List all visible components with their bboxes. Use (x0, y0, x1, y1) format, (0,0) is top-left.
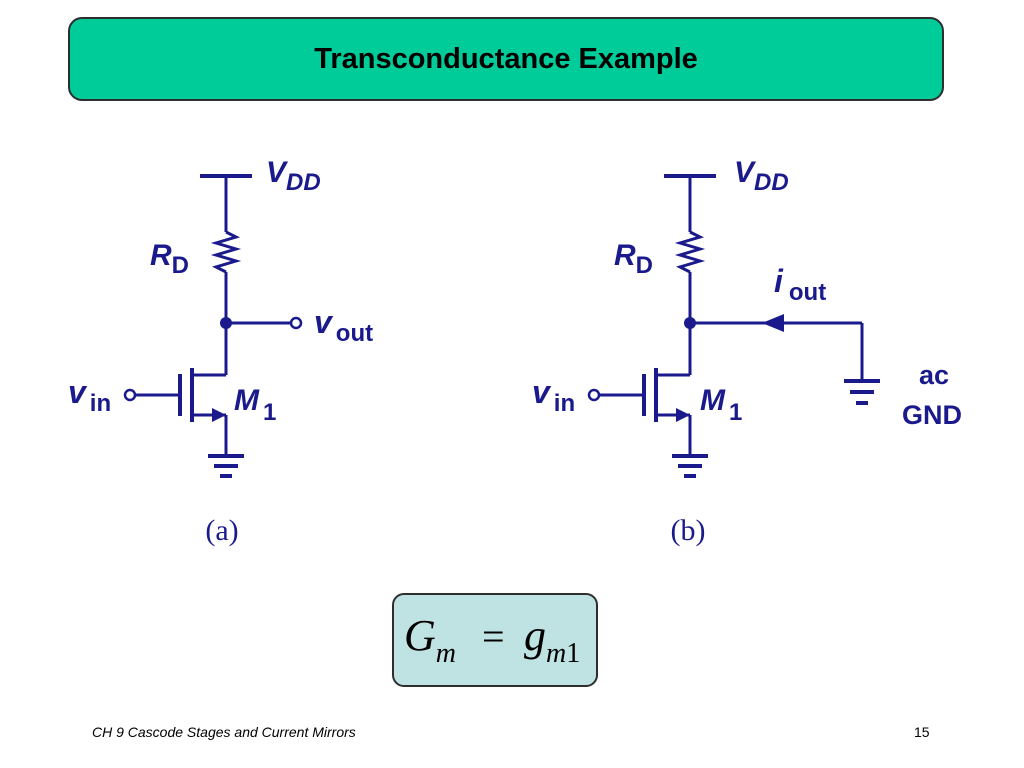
slide-title: Transconductance Example (314, 42, 698, 75)
resistor-rd-a (210, 230, 242, 274)
input-terminal-b (587, 388, 601, 402)
formula: Gm = gm1 (404, 611, 580, 669)
rd-label-b: RD (614, 239, 653, 279)
formula-box: Gm = gm1 (392, 593, 598, 687)
rd-label-a: RD (150, 239, 189, 279)
gnd-label-b: GND (902, 400, 962, 430)
footer-page-number: 15 (914, 724, 930, 740)
resistor-rd-b (674, 230, 706, 274)
title-banner: Transconductance Example (68, 17, 944, 101)
vdd-label-b: VDD (734, 156, 789, 196)
output-terminal-a (289, 316, 303, 330)
formula-rhs: gm1 (524, 611, 580, 669)
source-arrow-a (212, 408, 226, 422)
input-terminal-a (123, 388, 137, 402)
formula-lhs: Gm (404, 611, 456, 669)
vdd-label-a: VDD (266, 156, 321, 196)
footer-chapter: CH 9 Cascode Stages and Current Mirrors (92, 724, 356, 740)
caption-b: (b) (671, 514, 706, 547)
source-arrow-b (676, 408, 690, 422)
formula-equals: = (482, 614, 505, 659)
current-arrow-b (762, 314, 784, 332)
ac-label-b: ac (919, 360, 949, 390)
caption-a: (a) (205, 514, 238, 547)
